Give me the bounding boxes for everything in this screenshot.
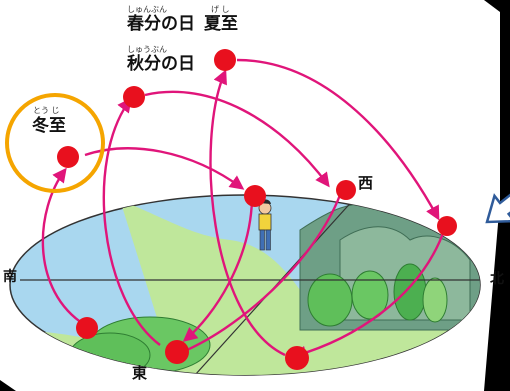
label-autumn-equinox: 秋分の日 — [127, 54, 195, 74]
furigana-spring-equinox: しゅんぶん — [127, 5, 167, 14]
sun-markers — [57, 49, 457, 370]
hollow-arrow-icon — [485, 188, 510, 224]
sun-summer-solstice — [214, 49, 236, 71]
sun-noon-west — [244, 185, 266, 207]
sun-set-summer — [437, 216, 457, 236]
label-north: 北 — [490, 271, 504, 287]
label-winter-solstice: 冬至 — [32, 116, 66, 136]
furigana-winter-solstice: とう じ — [33, 106, 60, 115]
sun-equinox — [123, 86, 145, 108]
label-west: 西 — [358, 174, 374, 192]
furigana-summer-solstice: げ し — [211, 5, 230, 14]
sun-rise-equinox — [165, 340, 189, 364]
sun-set-equinox — [336, 180, 356, 200]
label-summer-solstice: 夏至 — [204, 14, 238, 34]
label-east: 東 — [132, 364, 148, 382]
label-south: 南 — [3, 269, 17, 285]
sun-path-arrows — [41, 58, 447, 360]
grassland — [10, 200, 480, 375]
sun-winter-solstice — [57, 146, 79, 168]
sun-rise-summer — [285, 346, 309, 370]
sun-rise-winter — [76, 317, 98, 339]
label-spring-equinox: 春分の日 — [127, 14, 195, 34]
furigana-autumn-equinox: しゅうぶん — [127, 45, 167, 54]
tree-cluster — [69, 263, 448, 375]
highlight-circle — [5, 93, 105, 193]
